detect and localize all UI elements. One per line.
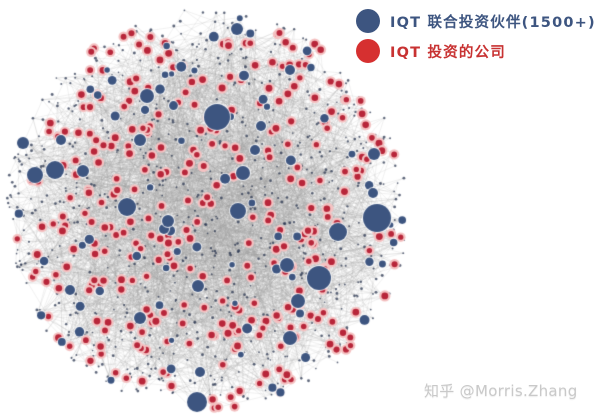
partner-node-swatch-icon [356, 9, 380, 33]
legend-item-companies: IQT 投资的公司 [356, 36, 596, 66]
legend-label-partners: IQT 联合投资伙伴(1500+) [390, 14, 596, 31]
legend-label-companies: IQT 投资的公司 [390, 44, 506, 61]
watermark: 知乎 @Morris.Zhang [424, 382, 578, 400]
company-node-swatch-icon [356, 39, 380, 63]
legend: IQT 联合投资伙伴(1500+) IQT 投资的公司 [356, 6, 596, 66]
legend-item-partners: IQT 联合投资伙伴(1500+) [356, 6, 596, 36]
